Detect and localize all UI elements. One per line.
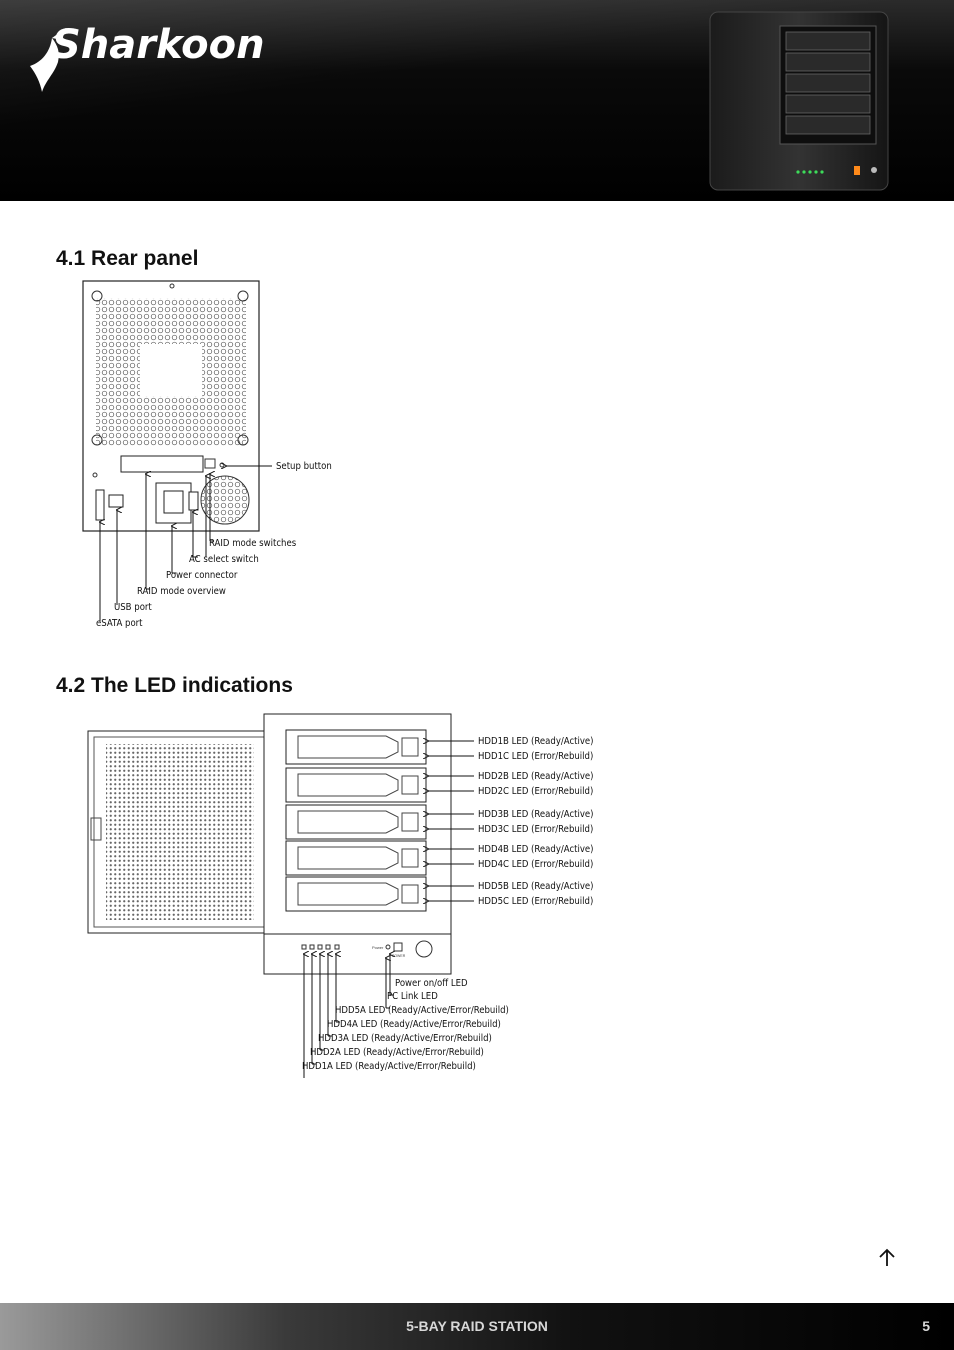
header-banner: Sharkoon: [0, 0, 954, 201]
section-heading-rear-panel: 4.1 Rear panel: [56, 247, 199, 270]
brand-logo-text: Sharkoon: [52, 22, 265, 68]
label-pc-link-led: PC Link LED: [387, 991, 438, 1002]
label-hdd5c: HDD5C LED (Error/Rebuild): [478, 896, 593, 907]
label-hdd1c: HDD1C LED (Error/Rebuild): [478, 751, 593, 762]
footer-title: 5-BAY RAID STATION: [406, 1318, 548, 1334]
label-hdd4c: HDD4C LED (Error/Rebuild): [478, 859, 593, 870]
page-number: 5: [922, 1318, 930, 1334]
label-ac-select-switch: AC select switch: [189, 554, 259, 565]
label-hdd4b: HDD4B LED (Ready/Active): [478, 844, 594, 855]
label-hdd3a: HDD3A LED (Ready/Active/Error/Rebuild): [318, 1033, 492, 1044]
label-hdd1b: HDD1B LED (Ready/Active): [478, 736, 594, 747]
back-to-top-icon[interactable]: [876, 1247, 898, 1269]
label-hdd3b: HDD3B LED (Ready/Active): [478, 809, 594, 820]
label-hdd5a: HDD5A LED (Ready/Active/Error/Rebuild): [335, 1005, 509, 1016]
label-usb-port: USB port: [114, 602, 152, 613]
label-hdd2b: HDD2B LED (Ready/Active): [478, 771, 594, 782]
label-hdd4a: HDD4A LED (Ready/Active/Error/Rebuild): [327, 1019, 501, 1030]
label-hdd2c: HDD2C LED (Error/Rebuild): [478, 786, 593, 797]
label-hdd3c: HDD3C LED (Error/Rebuild): [478, 824, 593, 835]
shark-logo-icon: [30, 28, 66, 92]
label-hdd1a: HDD1A LED (Ready/Active/Error/Rebuild): [302, 1061, 476, 1072]
label-hdd2a: HDD2A LED (Ready/Active/Error/Rebuild): [310, 1047, 484, 1058]
label-raid-mode-overview: RAID mode overview: [137, 586, 226, 597]
label-hdd5b: HDD5B LED (Ready/Active): [478, 881, 594, 892]
rear-panel-diagram: Setup button RAID mode switches AC selec…: [82, 280, 332, 629]
raid-enclosure-photo: [709, 11, 889, 191]
panel-power-text: Power: [372, 945, 384, 950]
label-esata-port: eSATA port: [96, 618, 143, 629]
panel-power-btn-text: POWER: [392, 954, 406, 958]
label-power-connector: Power connector: [166, 570, 238, 581]
label-raid-mode-switches: RAID mode switches: [209, 538, 297, 549]
label-power-led: Power on/off LED: [395, 978, 468, 989]
footer-bar: 5-BAY RAID STATION 5: [0, 1303, 954, 1350]
label-setup-button: Setup button: [276, 461, 332, 472]
led-indications-diagram: Power POWER HDD1B LED (Ready/Active) HDD…: [87, 713, 594, 1078]
section-heading-led-indications: 4.2 The LED indications: [56, 674, 293, 697]
